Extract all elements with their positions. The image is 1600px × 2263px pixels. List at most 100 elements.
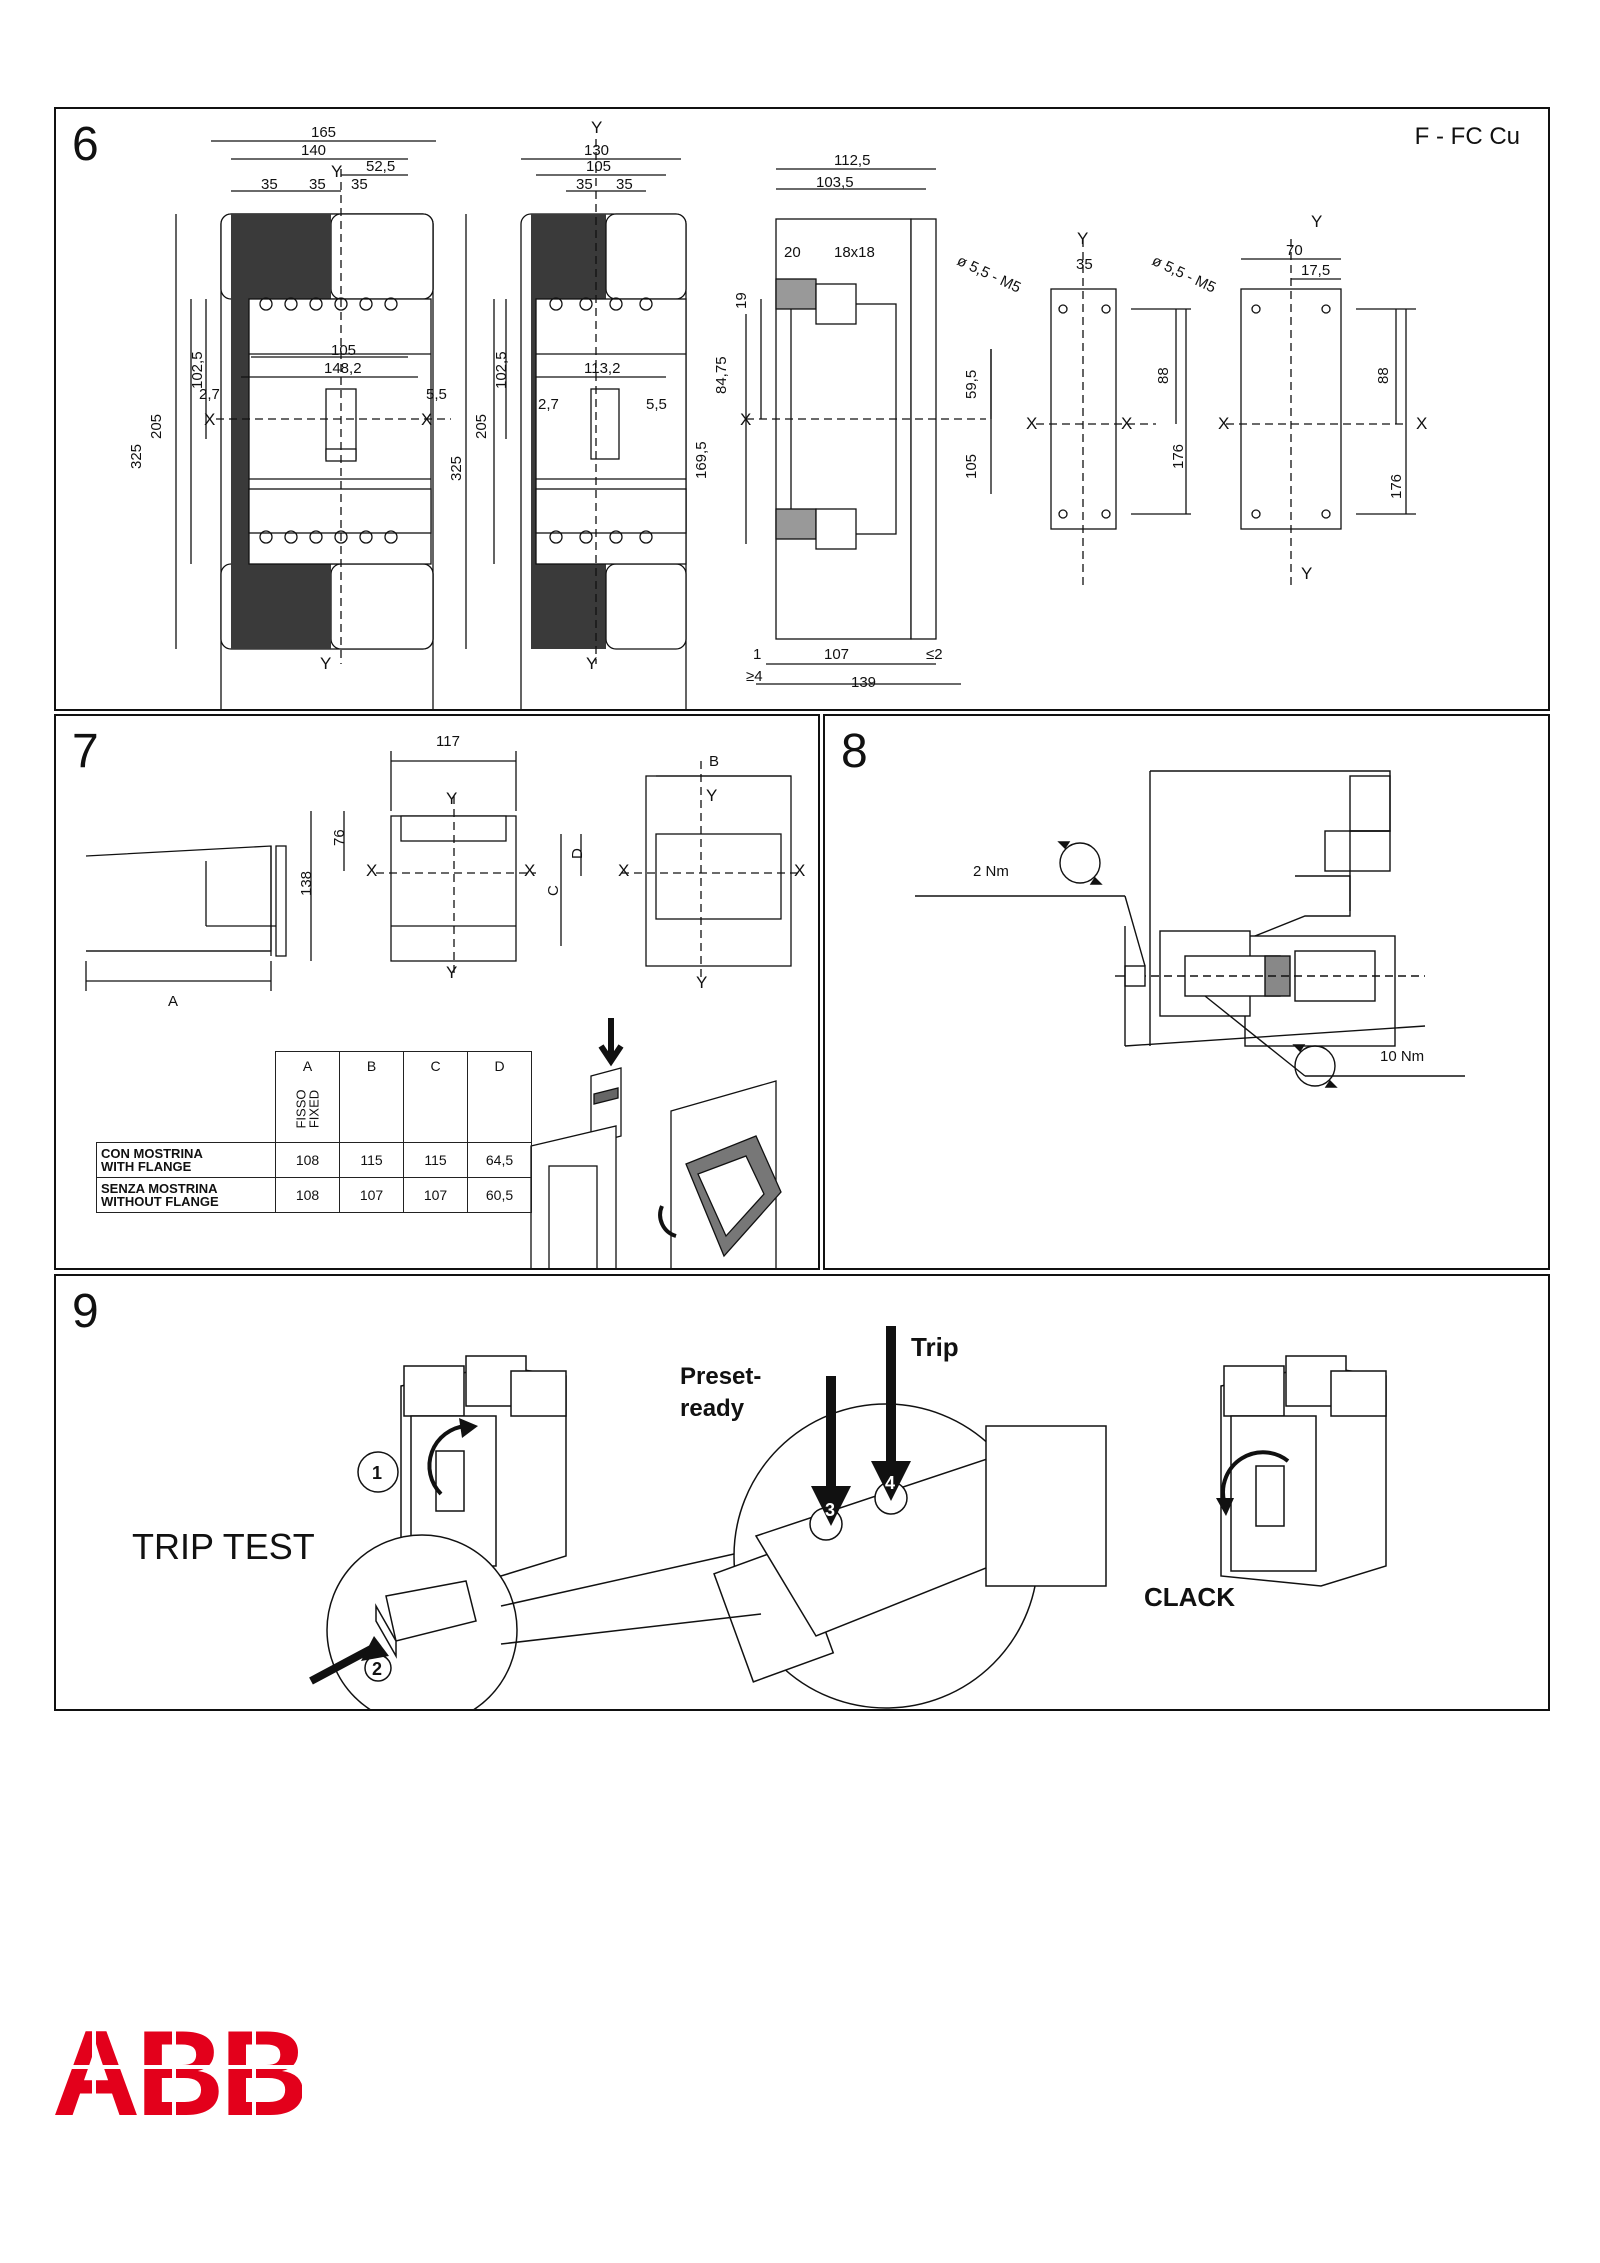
dim-105-c: 105 — [963, 454, 980, 479]
abb-logo-text: ABB — [52, 2015, 302, 2125]
hole-spec-2: ø 5,5 - M5 — [1149, 252, 1218, 296]
axis-x-v5a: X — [1218, 414, 1229, 433]
trip-test-title: TRIP TEST — [132, 1526, 315, 1567]
dim-169-5: 169,5 — [693, 441, 710, 479]
trip-test-drawing: 1 2 3 4 Trip Preset- ready CLACK — [309, 1326, 1387, 1709]
dim-138: 138 — [298, 871, 315, 896]
dim-35-d: 35 — [576, 176, 593, 193]
axis-y-d: Y — [696, 973, 707, 992]
dim-112-5: 112,5 — [834, 152, 870, 169]
busbar-view-1 — [1036, 239, 1191, 589]
dim-113-2: 113,2 — [584, 360, 620, 377]
dim-59-5: 59,5 — [963, 370, 980, 399]
dim-b: B — [709, 753, 719, 770]
axis-y-v4: Y — [1077, 229, 1088, 248]
dim-88-b: 88 — [1375, 367, 1392, 384]
axis-y-v5b: Y — [1301, 564, 1312, 583]
torque-10nm: 10 Nm — [1380, 1048, 1424, 1065]
dim-70: 70 — [1286, 242, 1303, 259]
dim-165: 165 — [311, 124, 336, 141]
fixed-label: FISSO FIXED — [294, 1082, 322, 1137]
dim-205-b: 205 — [473, 414, 490, 439]
table-cell: 108 — [275, 1177, 340, 1213]
fixed-text: FIXED — [306, 1089, 322, 1129]
panel-number: 7 — [72, 725, 99, 778]
axis-y-a: Y — [446, 789, 457, 808]
torque-2nm: 2 Nm — [973, 863, 1009, 880]
hole-spec-1: ø 5,5 - M5 — [954, 252, 1023, 296]
axis-x-v4a: X — [1026, 414, 1037, 433]
axis-y-c: Y — [706, 786, 717, 805]
axis-x-a: X — [366, 861, 377, 880]
axis-x-b: X — [524, 861, 535, 880]
col-c: C — [403, 1051, 468, 1143]
preset-label-2: ready — [680, 1395, 745, 1422]
dim-176-b: 176 — [1388, 474, 1405, 499]
table-cell: 107 — [403, 1177, 468, 1213]
step-3: 3 — [825, 1500, 835, 1520]
dim-107: 107 — [824, 646, 849, 663]
dim-35-e: 35 — [616, 176, 633, 193]
table-cell: 107 — [339, 1177, 404, 1213]
panel-number: 8 — [841, 725, 868, 778]
axis-y-b: Y — [446, 963, 457, 982]
trip-label: Trip — [911, 1332, 959, 1362]
dim-102-5-b: 102,5 — [493, 351, 510, 389]
dim-35c: 35 — [351, 176, 368, 193]
table-cell: 60,5 — [467, 1177, 532, 1213]
step-4: 4 — [885, 1473, 895, 1493]
axis-y-v5: Y — [1311, 212, 1322, 231]
torque-drawing: 2 Nm 10 Nm — [915, 770, 1465, 1088]
variant-label: F - FC Cu — [1414, 123, 1520, 150]
panel-8: 8 — [823, 714, 1550, 1270]
dim-103-5: 103,5 — [816, 174, 854, 191]
dim-35-f: 35 — [1076, 256, 1093, 273]
dim-52-5: 52,5 — [366, 158, 395, 175]
dim-a: A — [168, 993, 178, 1010]
dim-2-7-b: 2,7 — [538, 396, 559, 413]
dim-84-75: 84,75 — [713, 356, 730, 394]
dim-5-5-b: 5,5 — [646, 396, 667, 413]
table-cell: 115 — [403, 1142, 468, 1178]
panel-number: 6 — [72, 118, 99, 171]
axis-x-v4b: X — [1121, 414, 1132, 433]
dim-ge-4: ≥4 — [746, 668, 763, 685]
front-view-1 — [175, 140, 451, 709]
side-view — [745, 168, 992, 685]
preset-label-1: Preset- — [680, 1363, 761, 1390]
dim-17-5: 17,5 — [1301, 262, 1330, 279]
dim-117: 117 — [436, 733, 460, 750]
col-a: A FISSO FIXED — [275, 1051, 340, 1143]
dim-105: 105 — [331, 342, 356, 359]
axis-x-v5b: X — [1416, 414, 1427, 433]
axis-x-left: X — [204, 410, 215, 429]
dim-139: 139 — [851, 674, 876, 691]
dim-20: 20 — [784, 244, 801, 261]
panel-6: 6 F - FC Cu — [54, 107, 1550, 711]
dim-130: 130 — [584, 142, 609, 159]
dim-325-b: 325 — [448, 456, 465, 481]
axis-x-c: X — [618, 861, 629, 880]
dim-1: 1 — [753, 646, 761, 663]
dimension-drawings: 165 140 52,5 35 35 35 105 148,2 2,7 5,5 … — [128, 118, 1427, 709]
dim-76: 76 — [331, 829, 348, 846]
dim-d: D — [569, 848, 586, 859]
axis-y-bottom-2: Y — [586, 654, 597, 673]
col-b: B — [339, 1051, 404, 1143]
dim-325: 325 — [128, 444, 145, 469]
dim-35b: 35 — [309, 176, 326, 193]
front-view-2 — [465, 139, 687, 709]
col-a-label: A — [302, 1058, 313, 1074]
dim-35a: 35 — [261, 176, 278, 193]
abb-logo: ABB — [52, 2015, 302, 2125]
dim-205: 205 — [148, 414, 165, 439]
table-cell: 64,5 — [467, 1142, 532, 1178]
dim-le-2: ≤2 — [926, 646, 943, 663]
panel-number: 9 — [72, 1285, 99, 1338]
table-cell: 108 — [275, 1142, 340, 1178]
dim-5-5: 5,5 — [426, 386, 447, 403]
axis-x-side: X — [740, 410, 751, 429]
